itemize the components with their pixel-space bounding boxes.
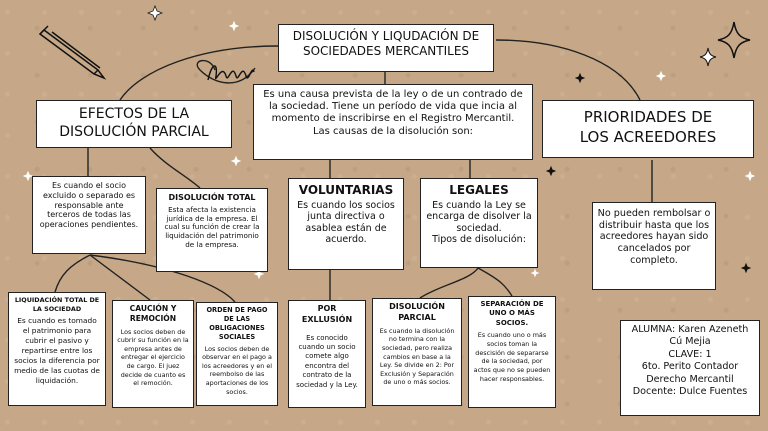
disolucion-total-desc: Esta afecta la existencia jurídica de la… xyxy=(164,204,260,249)
main-title-line1: DISOLUCIÓN Y LIQUDACIÓN DE xyxy=(292,29,480,43)
intro-text: Es una causa prevista de la ley o de un … xyxy=(263,89,523,125)
voluntarias-title: VOLUNTARIAS xyxy=(298,183,394,197)
separacion-box: SEPARACIÓN DE UNO O MÁS SOCIOS. Es cuand… xyxy=(468,296,556,408)
exclusion-desc: Es conocido cuando un socio comete algo … xyxy=(296,333,358,389)
star-icon xyxy=(655,70,667,82)
main-title: DISOLUCIÓN Y LIQUDACIÓN DE SOCIEDADES ME… xyxy=(278,24,494,72)
efectos-desc-box: Es cuando el socio excluido o separado e… xyxy=(32,176,146,254)
pencil-icon xyxy=(38,25,107,80)
legales-desc: Es cuando la Ley se encarga de disolver … xyxy=(426,199,532,234)
disolucion-parcial-desc: Es cuando la disolución no termina con l… xyxy=(379,326,455,387)
credits-line1: ALUMNA: Karen Azeneth xyxy=(631,324,749,335)
credits-line4: 6to. Perito Contador xyxy=(641,361,739,373)
main-title-line2: SOCIEDADES MERCANTILES xyxy=(302,43,470,58)
legales-tipos: Tipos de disolución: xyxy=(432,234,526,246)
star-icon xyxy=(744,170,756,182)
prioridades-desc-box: No pueden rembolsar o distribuir hasta q… xyxy=(592,202,716,290)
efectos-heading-line1: EFECTOS DE LA xyxy=(78,106,190,122)
star-icon xyxy=(530,268,540,278)
disolucion-total-title: DISOLUCIÓN TOTAL xyxy=(168,193,256,202)
voluntarias-desc: Es cuando los socios junta directiva o a… xyxy=(297,199,395,246)
legales-title: LEGALES xyxy=(449,183,509,197)
disolucion-parcial-title: DISOLUCIÓN PARCIAL xyxy=(389,302,445,322)
prioridades-heading: PRIORIDADES DE LOS ACREEDORES xyxy=(542,100,754,158)
spring-icon xyxy=(207,65,255,81)
intro-causes: Las causas de la disolución son: xyxy=(312,125,474,137)
liquidacion-total-box: LIQUIDACIÓN TOTAL DE LA SOCIEDAD Es cuan… xyxy=(8,292,106,406)
legales-box: LEGALES Es cuando la Ley se encarga de d… xyxy=(420,178,538,268)
credits-line2: Cú Mejia xyxy=(669,336,711,348)
orden-pago-desc: Los socios deben de observar en el pago … xyxy=(201,344,273,396)
prioridades-desc: No pueden rembolsar o distribuir hasta q… xyxy=(597,208,711,266)
credits-box: ALUMNA: Karen Azeneth Cú Mejia CLAVE: 1 … xyxy=(620,320,760,416)
intro-box: Es una causa prevista de la ley o de un … xyxy=(253,84,533,160)
sparkle-icon xyxy=(699,21,751,67)
separacion-desc: Es cuando uno o más socios toman la desc… xyxy=(473,331,551,383)
efectos-heading-line2: DISOLUCIÓN PARCIAL xyxy=(59,124,209,141)
credits-line6: Docente: Dulce Fuentes xyxy=(632,386,748,398)
star-icon xyxy=(22,170,34,182)
prioridades-heading-line1: PRIORIDADES DE xyxy=(583,108,713,126)
star-icon xyxy=(230,155,242,167)
credits-line3: CLAVE: 1 xyxy=(668,348,712,360)
efectos-desc: Es cuando el socio excluido o separado e… xyxy=(39,181,139,229)
exclusion-title: POR EXLLUSIÓN xyxy=(301,304,353,324)
star-icon xyxy=(228,20,240,32)
disolucion-total-box: DISOLUCIÓN TOTAL Esta afecta la existenc… xyxy=(156,188,268,272)
orden-pago-box: ORDEN DE PAGO DE LAS OBLIGACIONES SOCIAL… xyxy=(196,302,278,406)
caucion-box: CAUCIÓN Y REMOCIÓN Los socios deben de c… xyxy=(112,300,194,408)
separacion-title: SEPARACIÓN DE UNO O MÁS SOCIOS. xyxy=(480,300,544,327)
liquidacion-total-desc: Es cuando es tomado el patrimonio para c… xyxy=(14,316,100,386)
star-icon xyxy=(740,262,752,274)
caucion-title: CAUCIÓN Y REMOCIÓN xyxy=(129,304,177,324)
star-icon xyxy=(574,72,586,84)
disolucion-parcial-box: DISOLUCIÓN PARCIAL Es cuando la disoluci… xyxy=(372,298,462,406)
credits-line5: Derecho Mercantil xyxy=(646,373,734,385)
efectos-heading: EFECTOS DE LA DISOLUCIÓN PARCIAL xyxy=(36,100,232,148)
prioridades-heading-line2: LOS ACREEDORES xyxy=(579,127,717,146)
star-icon xyxy=(545,165,557,177)
liquidacion-total-title: LIQUIDACIÓN TOTAL DE LA SOCIEDAD xyxy=(14,296,100,313)
caucion-desc: Los socios deben de cubrir su función en… xyxy=(117,327,189,388)
voluntarias-box: VOLUNTARIAS Es cuando los socios junta d… xyxy=(288,178,404,270)
star-icon xyxy=(147,5,163,21)
orden-pago-title: ORDEN DE PAGO DE LAS OBLIGACIONES SOCIAL… xyxy=(206,306,268,341)
star-icon xyxy=(253,268,265,280)
exclusion-box: POR EXLLUSIÓN Es conocido cuando un soci… xyxy=(288,300,366,408)
